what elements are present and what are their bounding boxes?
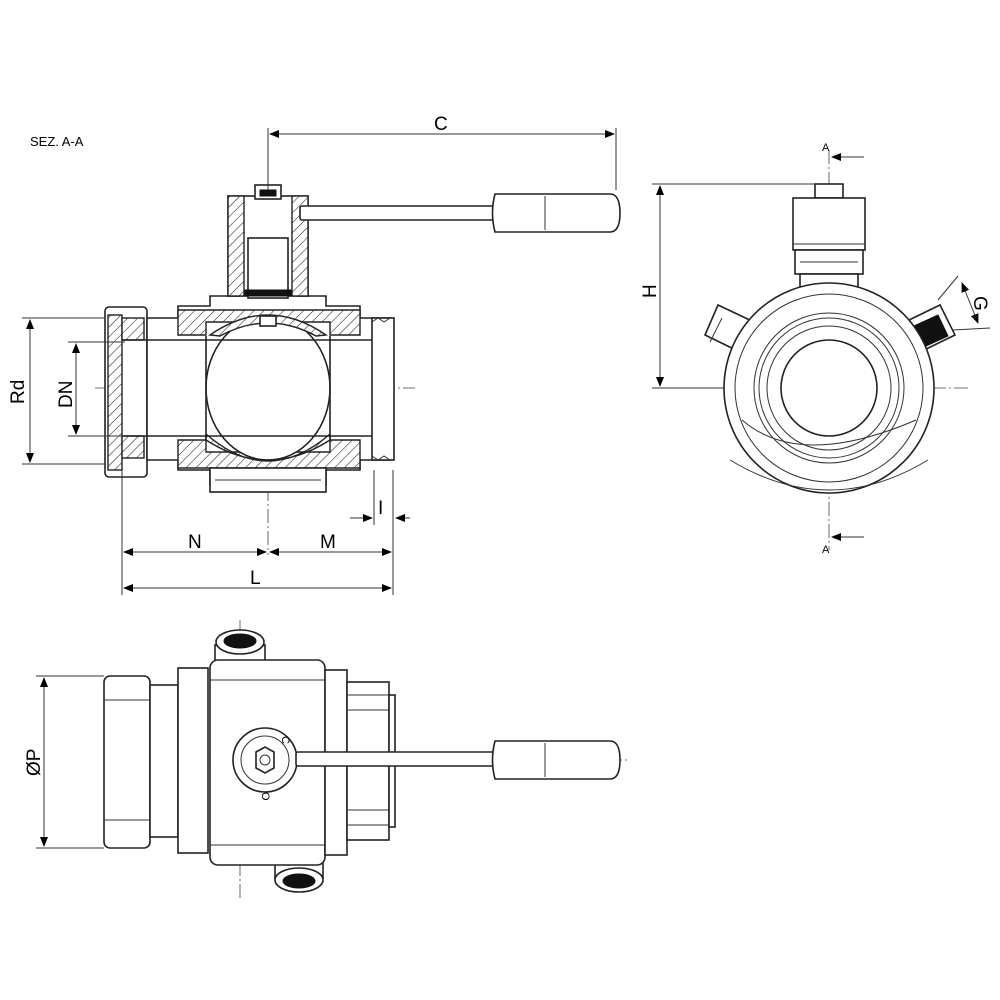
dim-h-label: H [640, 284, 661, 298]
dim-c-label: C [434, 114, 448, 135]
dim-l-label: L [250, 568, 261, 589]
section-marker-bottom: A [822, 544, 830, 556]
dim-dn-label: DN [56, 381, 77, 408]
marking-open: O [259, 792, 271, 801]
section-dimensions: C Rd DN N M L I [8, 114, 617, 595]
dim-i-label: I [378, 498, 383, 519]
dim-m-label: M [320, 532, 336, 553]
marking-closed: C [279, 736, 291, 744]
section-view [95, 135, 621, 555]
section-marker-top: A [822, 142, 830, 154]
section-markers: A A [822, 142, 864, 556]
top-view: C O [103, 620, 630, 900]
top-dimensions: ØP [24, 675, 104, 849]
side-view [690, 150, 970, 550]
dim-rd-label: Rd [8, 380, 29, 404]
section-title: SEZ. A-A [30, 134, 84, 149]
side-dimensions: H G [640, 183, 991, 389]
dim-p-label: ØP [24, 749, 45, 776]
dim-g-label: G [969, 296, 990, 311]
dim-n-label: N [188, 532, 202, 553]
